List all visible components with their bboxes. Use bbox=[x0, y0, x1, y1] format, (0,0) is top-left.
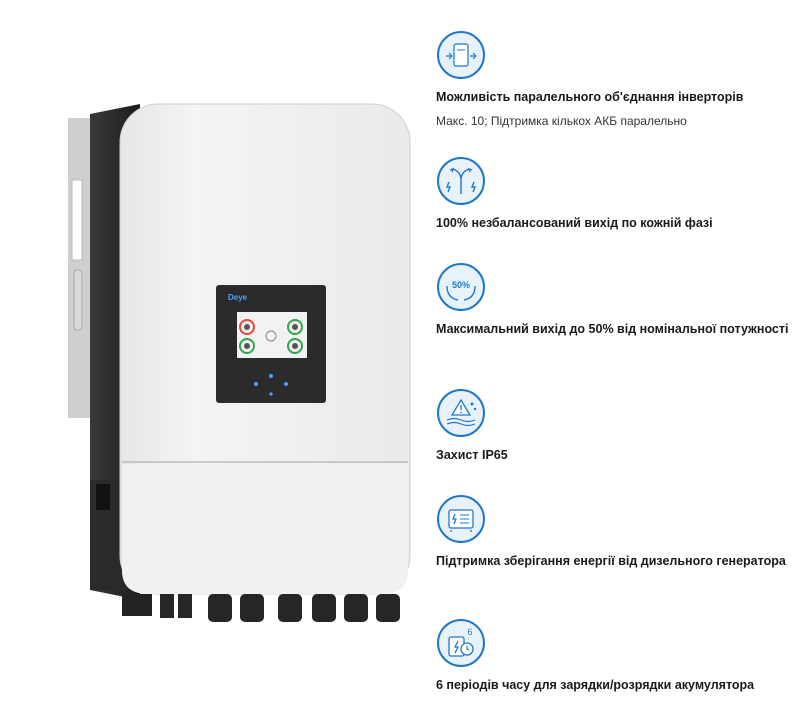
feature-diesel-generator: Підтримка зберігання енергії від дизельн… bbox=[436, 494, 796, 569]
fifty-percent-label: 50% bbox=[452, 280, 470, 290]
inverter-illustration: Deye bbox=[68, 103, 411, 622]
feature-max-output: 50% Максимальний вихід до 50% від номіна… bbox=[436, 262, 796, 337]
feature-title: Можливість паралельного об'єднання інвер… bbox=[436, 90, 744, 104]
diesel-generator-icon bbox=[436, 494, 486, 544]
ip65-weather-icon bbox=[436, 388, 486, 438]
brand-logo: Deye bbox=[228, 293, 248, 302]
feature-title: Максимальний вихід до 50% від номінально… bbox=[436, 322, 789, 336]
feature-title: Підтримка зберігання енергії від дизельн… bbox=[436, 554, 786, 568]
feature-time-periods: 6 6 періодів часу для зарядки/розрядки а… bbox=[436, 618, 796, 693]
unbalanced-output-icon bbox=[436, 156, 486, 206]
fifty-percent-hands-icon: 50% bbox=[436, 262, 486, 312]
feature-unbalanced-output: 100% незбалансований вихід по кожній фаз… bbox=[436, 156, 796, 231]
feature-title: 100% незбалансований вихід по кожній фаз… bbox=[436, 216, 713, 230]
inverter-product-image: Deye bbox=[60, 100, 420, 640]
six-periods-clock-icon: 6 bbox=[436, 618, 486, 668]
feature-description: Макс. 10; Підтримка кількох АКБ паралель… bbox=[436, 114, 687, 128]
feature-ip65: Захист IP65 bbox=[436, 388, 796, 463]
parallel-inverter-icon bbox=[436, 30, 486, 80]
feature-title: 6 періодів часу для зарядки/розрядки аку… bbox=[436, 678, 755, 692]
six-label: 6 bbox=[467, 627, 472, 637]
feature-title: Захист IP65 bbox=[436, 448, 508, 462]
feature-parallel: Можливість паралельного об'єднання інвер… bbox=[436, 30, 796, 129]
